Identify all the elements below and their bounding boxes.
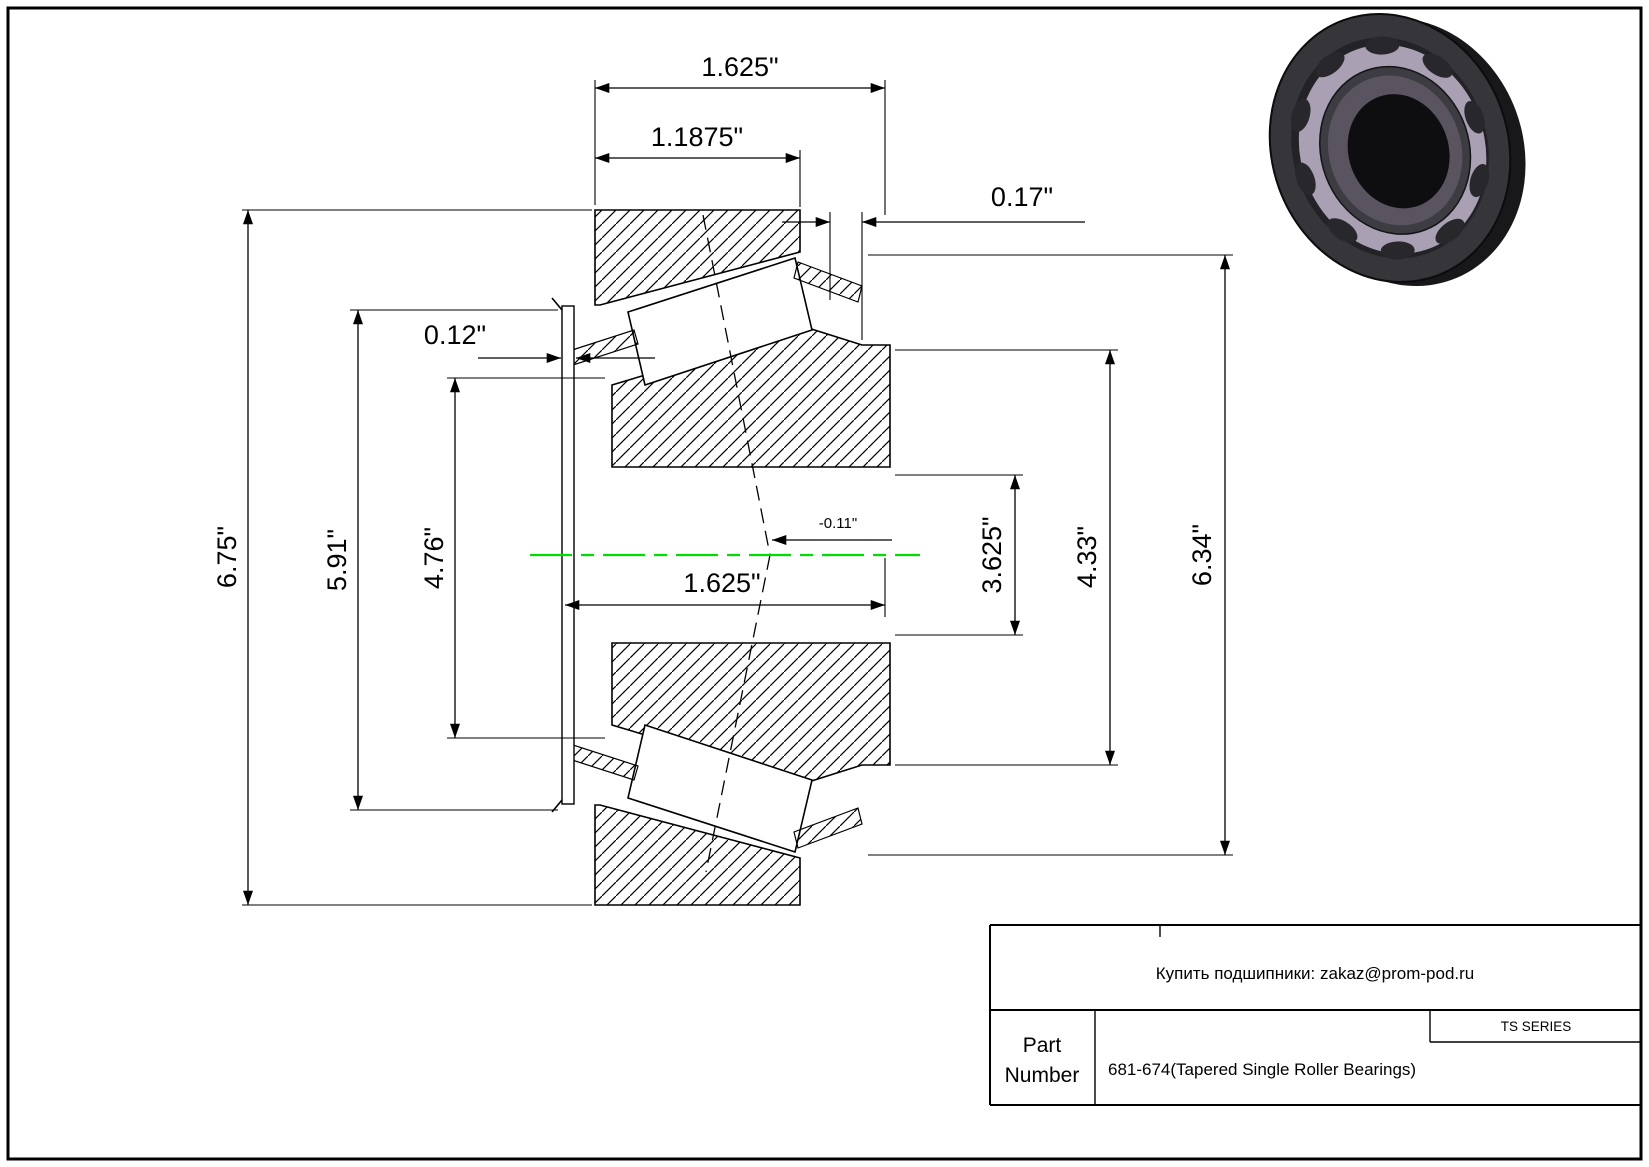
dim-label-dia-cone: 4.33" <box>1072 526 1102 588</box>
dim-label-dia-cup: 6.34" <box>1187 524 1217 586</box>
bearing-3d-render <box>1268 12 1526 287</box>
dim-label-back-offset: 0.17" <box>991 182 1053 212</box>
dim-label-top-width: 1.625" <box>701 52 778 82</box>
bearing-section <box>551 209 891 906</box>
dim-label-cup-width: 1.1875" <box>651 122 743 152</box>
cone-lower <box>611 642 891 784</box>
dim-label-height-outer: 6.75" <box>212 526 242 588</box>
series-label: TS SERIES <box>1501 1019 1572 1034</box>
cup-lower <box>594 804 801 906</box>
dim-label-height-cone: 4.76" <box>419 527 449 589</box>
drawing-frame <box>6 6 1643 1161</box>
cage-lower-right <box>793 807 863 849</box>
dim-label-front-offset: 0.12" <box>424 320 486 350</box>
part-number-label-line1: Part <box>1023 1034 1062 1057</box>
extension-lines <box>242 80 1233 906</box>
cup-upper <box>594 209 801 306</box>
dim-label-bore-width: 1.625" <box>683 568 760 598</box>
part-number-label-line2: Number <box>1005 1064 1080 1087</box>
contact-text: Купить подшипники: zakaz@prom-pod.ru <box>1156 964 1475 983</box>
part-number-value: 681-674(Tapered Single Roller Bearings) <box>1108 1060 1416 1079</box>
dim-label-height-flange: 5.91" <box>322 529 352 591</box>
cage-lower-left <box>565 743 639 781</box>
dimension-lines <box>242 82 1231 905</box>
title-block <box>989 924 1641 1106</box>
dim-label-dia-inner: 3.625" <box>977 516 1007 593</box>
bore <box>1347 94 1450 209</box>
roller-upper <box>627 256 813 387</box>
cage-upper-right <box>793 261 863 303</box>
roller-lower <box>627 723 813 854</box>
dim-label-apex-offset: -0.11" <box>819 515 857 532</box>
flange-tip-top <box>551 297 563 311</box>
rollers <box>1290 36 1490 260</box>
cage-upper-left <box>565 329 639 367</box>
